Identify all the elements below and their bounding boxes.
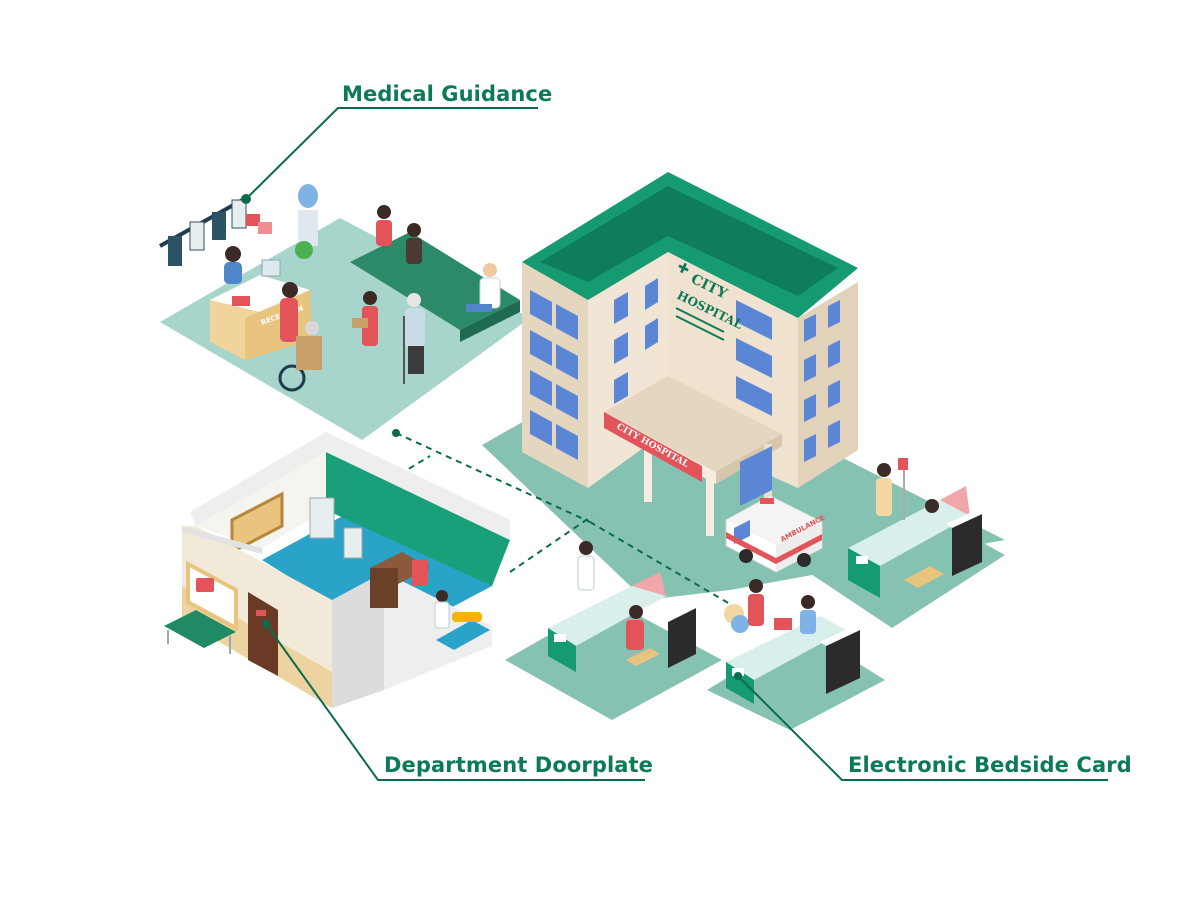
callout-electronic-bedside-card: Electronic Bedside Card [848, 753, 1132, 777]
department-door [248, 592, 278, 676]
bedside-card-icon [554, 634, 566, 642]
ward-center [724, 579, 860, 704]
callout-dot-guidance [241, 194, 251, 204]
connector-dot [392, 429, 400, 437]
cake-icon [774, 618, 792, 630]
entrance-sign [604, 412, 702, 482]
balloon-icon [731, 615, 749, 633]
ward-right [848, 458, 982, 598]
first-aid-kit-icon [196, 578, 214, 592]
dashed-connectors [389, 432, 731, 605]
doorplate-icon [256, 610, 266, 616]
reception-area: RECEPTION [159, 184, 520, 392]
callout-medical-guidance: Medical Guidance [342, 82, 553, 106]
callout-department-doorplate: Department Doorplate [384, 753, 654, 777]
callout-line-bedside [737, 675, 1108, 781]
callout-lines [245, 107, 1108, 781]
bedside-card-icon [856, 556, 868, 564]
callout-line-doorplate [265, 623, 645, 781]
callout-line-guidance [245, 107, 538, 200]
ambulance: AMBULANCE [725, 495, 826, 573]
callout-dot-bedside [734, 672, 742, 680]
ward-left [548, 541, 696, 672]
department-room [164, 432, 510, 708]
callout-dot-doorplate [262, 620, 270, 628]
